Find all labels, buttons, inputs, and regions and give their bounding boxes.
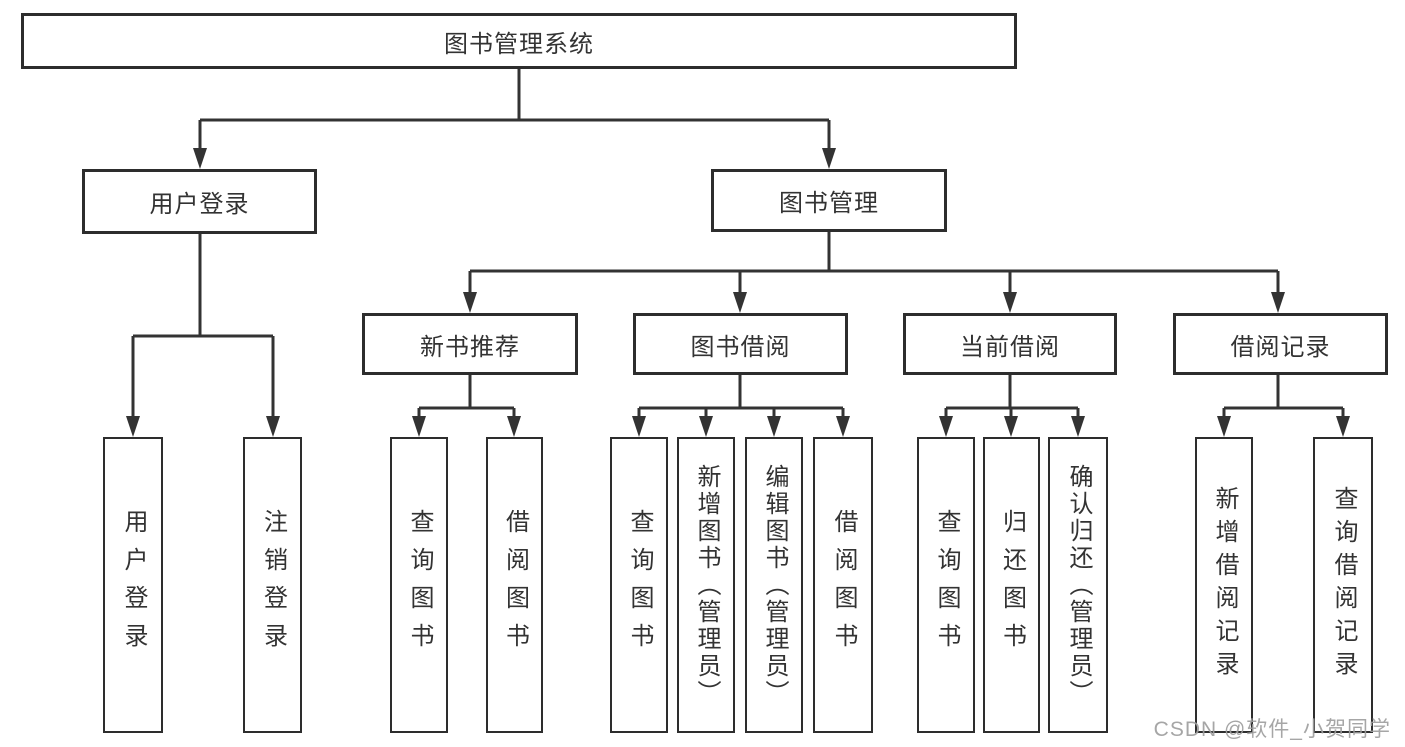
leaf-query-borrow-record: 查询借阅记录 — [1313, 437, 1373, 733]
leaf-logout: 注销登录 — [243, 437, 302, 733]
leaf-edit-book-admin: 编辑图书（管理员） — [745, 437, 803, 733]
leaf-logout-label: 注销登录 — [259, 509, 287, 661]
node-book-management: 图书管理 — [711, 169, 947, 232]
leaf-add-book-admin: 新增图书（管理员） — [677, 437, 735, 733]
leaf-query-books-current: 查询图书 — [917, 437, 975, 733]
leaf-edit-book-admin-label: 编辑图书（管理员） — [761, 463, 788, 707]
node-root: 图书管理系统 — [21, 13, 1017, 69]
leaf-add-book-admin-label: 新增图书（管理员） — [693, 463, 720, 707]
leaf-query-books-recommend-label: 查询图书 — [406, 509, 433, 661]
node-book-borrowing: 图书借阅 — [633, 313, 848, 375]
node-new-book-recommend: 新书推荐 — [362, 313, 578, 375]
leaf-borrow-books-borrowing: 借阅图书 — [813, 437, 873, 733]
csdn-watermark: CSDN @软件_小贺同学 — [1153, 718, 1391, 741]
leaf-borrow-books-recommend-label: 借阅图书 — [501, 509, 529, 661]
leaf-return-book-label: 归还图书 — [998, 509, 1026, 661]
leaf-borrow-books-borrowing-label: 借阅图书 — [830, 509, 857, 661]
arrowheads — [126, 148, 1350, 437]
leaf-return-book: 归还图书 — [983, 437, 1040, 733]
leaf-query-books-borrowing-label: 查询图书 — [626, 509, 653, 661]
leaf-query-borrow-record-label: 查询借阅记录 — [1330, 486, 1357, 684]
leaf-add-borrow-record: 新增借阅记录 — [1195, 437, 1253, 733]
leaf-query-books-borrowing: 查询图书 — [610, 437, 668, 733]
leaf-query-books-recommend: 查询图书 — [390, 437, 448, 733]
leaf-confirm-return-admin-label: 确认归还（管理员） — [1065, 463, 1092, 707]
leaf-query-books-current-label: 查询图书 — [933, 509, 960, 661]
leaf-borrow-books-recommend: 借阅图书 — [486, 437, 543, 733]
leaf-confirm-return-admin: 确认归还（管理员） — [1048, 437, 1108, 733]
leaf-user-login: 用户登录 — [103, 437, 163, 733]
node-borrow-records: 借阅记录 — [1173, 313, 1388, 375]
node-user-login: 用户登录 — [82, 169, 317, 234]
node-current-borrowing: 当前借阅 — [903, 313, 1117, 375]
leaf-user-login-label: 用户登录 — [120, 509, 147, 661]
leaf-add-borrow-record-label: 新增借阅记录 — [1211, 486, 1238, 684]
